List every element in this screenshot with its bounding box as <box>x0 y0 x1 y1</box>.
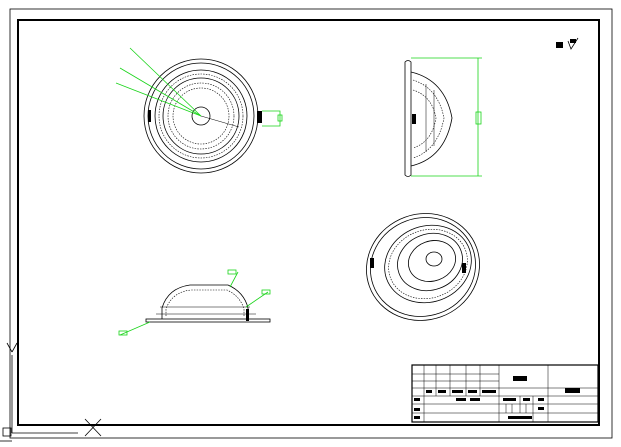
front-section-dimensions <box>118 269 271 336</box>
sheet-frame <box>9 8 613 439</box>
front-section-view <box>118 269 271 336</box>
roughness-symbol-icon <box>556 37 579 50</box>
ucs-axis-icon <box>0 342 102 442</box>
isometric-view <box>366 213 480 321</box>
side-view-dimension <box>411 57 482 177</box>
top-view <box>115 47 283 174</box>
top-view-dimensions <box>115 47 283 127</box>
title-block <box>411 364 599 423</box>
side-view <box>404 57 482 177</box>
